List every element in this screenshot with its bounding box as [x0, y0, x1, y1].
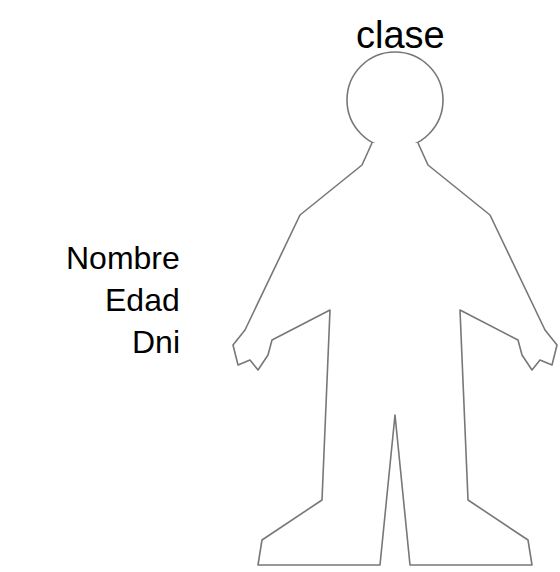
diagram-title: clase	[356, 16, 445, 54]
attribute-label: Nombre	[66, 242, 180, 274]
attribute-label: Edad	[105, 284, 180, 316]
attribute-label: Dni	[132, 326, 180, 358]
